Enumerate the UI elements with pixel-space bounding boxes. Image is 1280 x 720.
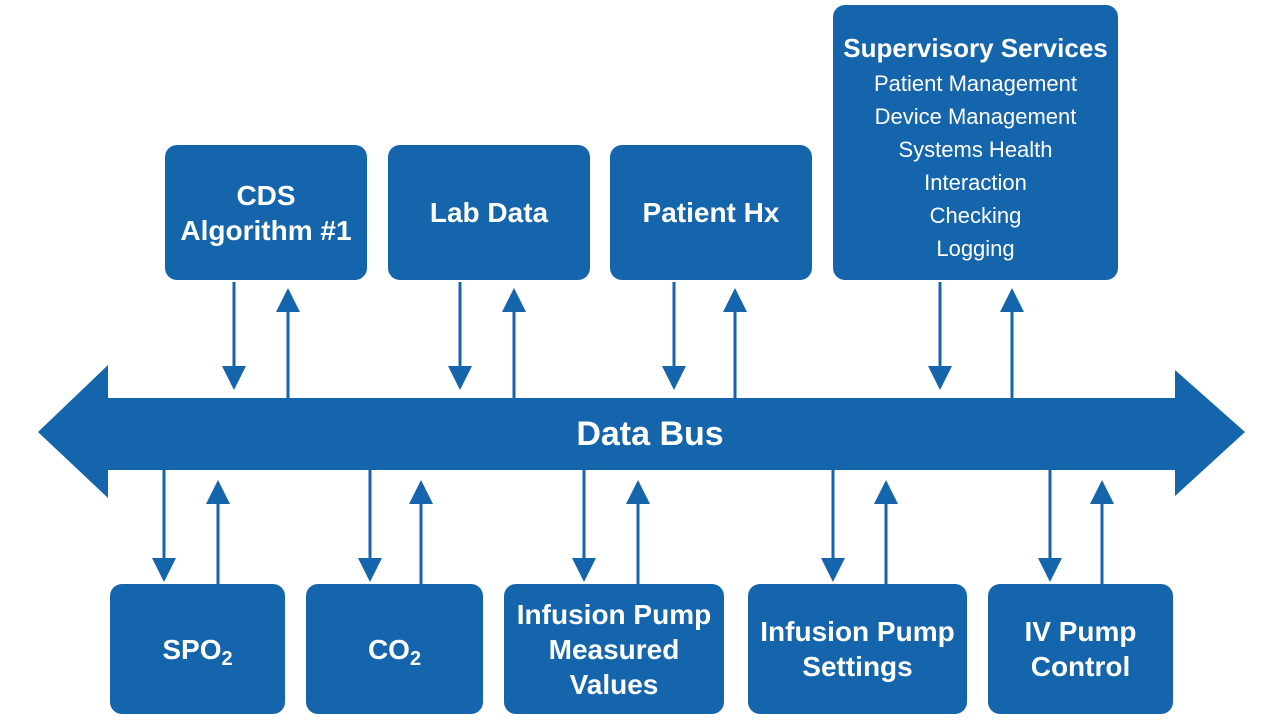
node-ipmv-line-3: Values — [569, 668, 659, 700]
node-cds-line-1: CDS — [236, 179, 296, 211]
node-co2-subscript: 2 — [409, 647, 422, 670]
node-ivpc-line-2: Control — [1030, 651, 1131, 682]
supervisory-title: Supervisory Services — [843, 33, 1108, 63]
supervisory-item: Logging — [936, 236, 1015, 261]
supervisory-item: Device Management — [874, 104, 1077, 129]
node-hx-line-1: Patient Hx — [642, 197, 780, 228]
node-co2-text: CO — [367, 633, 410, 665]
supervisory-item: Systems Health — [898, 137, 1053, 162]
data-bus-label: Data Bus — [576, 415, 724, 453]
node-spo2-subscript: 2 — [221, 647, 233, 670]
node-ivpc-line-1: IV Pump — [1024, 616, 1137, 647]
node-lab-line-1: Lab Data — [429, 197, 549, 228]
data-bus-arrow — [38, 365, 1245, 498]
node-supervisory-services: Supervisory Services Patient Management … — [833, 5, 1118, 280]
node-cds-line-2: Algorithm #1 — [180, 214, 352, 246]
node-spo2-text: SPO — [162, 633, 222, 665]
node-infusion-pump-measured-values: Infusion Pump Measured Values — [504, 584, 724, 714]
node-cds-algorithm: CDS Algorithm #1 — [165, 145, 367, 280]
node-patient-hx: Patient Hx — [610, 145, 812, 280]
supervisory-item: Patient Management — [873, 71, 1078, 96]
node-infusion-pump-settings: Infusion Pump Settings — [748, 584, 967, 714]
node-ipmv-line-1: Infusion Pump — [516, 598, 712, 630]
node-lab-data: Lab Data — [388, 145, 590, 280]
supervisory-item: Interaction — [924, 170, 1027, 195]
node-ips-line-1: Infusion Pump — [760, 616, 955, 647]
node-ips-line-2: Settings — [802, 651, 913, 682]
node-iv-pump-control: IV Pump Control — [988, 584, 1173, 714]
node-ipmv-line-2: Measured — [548, 633, 680, 665]
supervisory-item: Checking — [929, 203, 1022, 228]
